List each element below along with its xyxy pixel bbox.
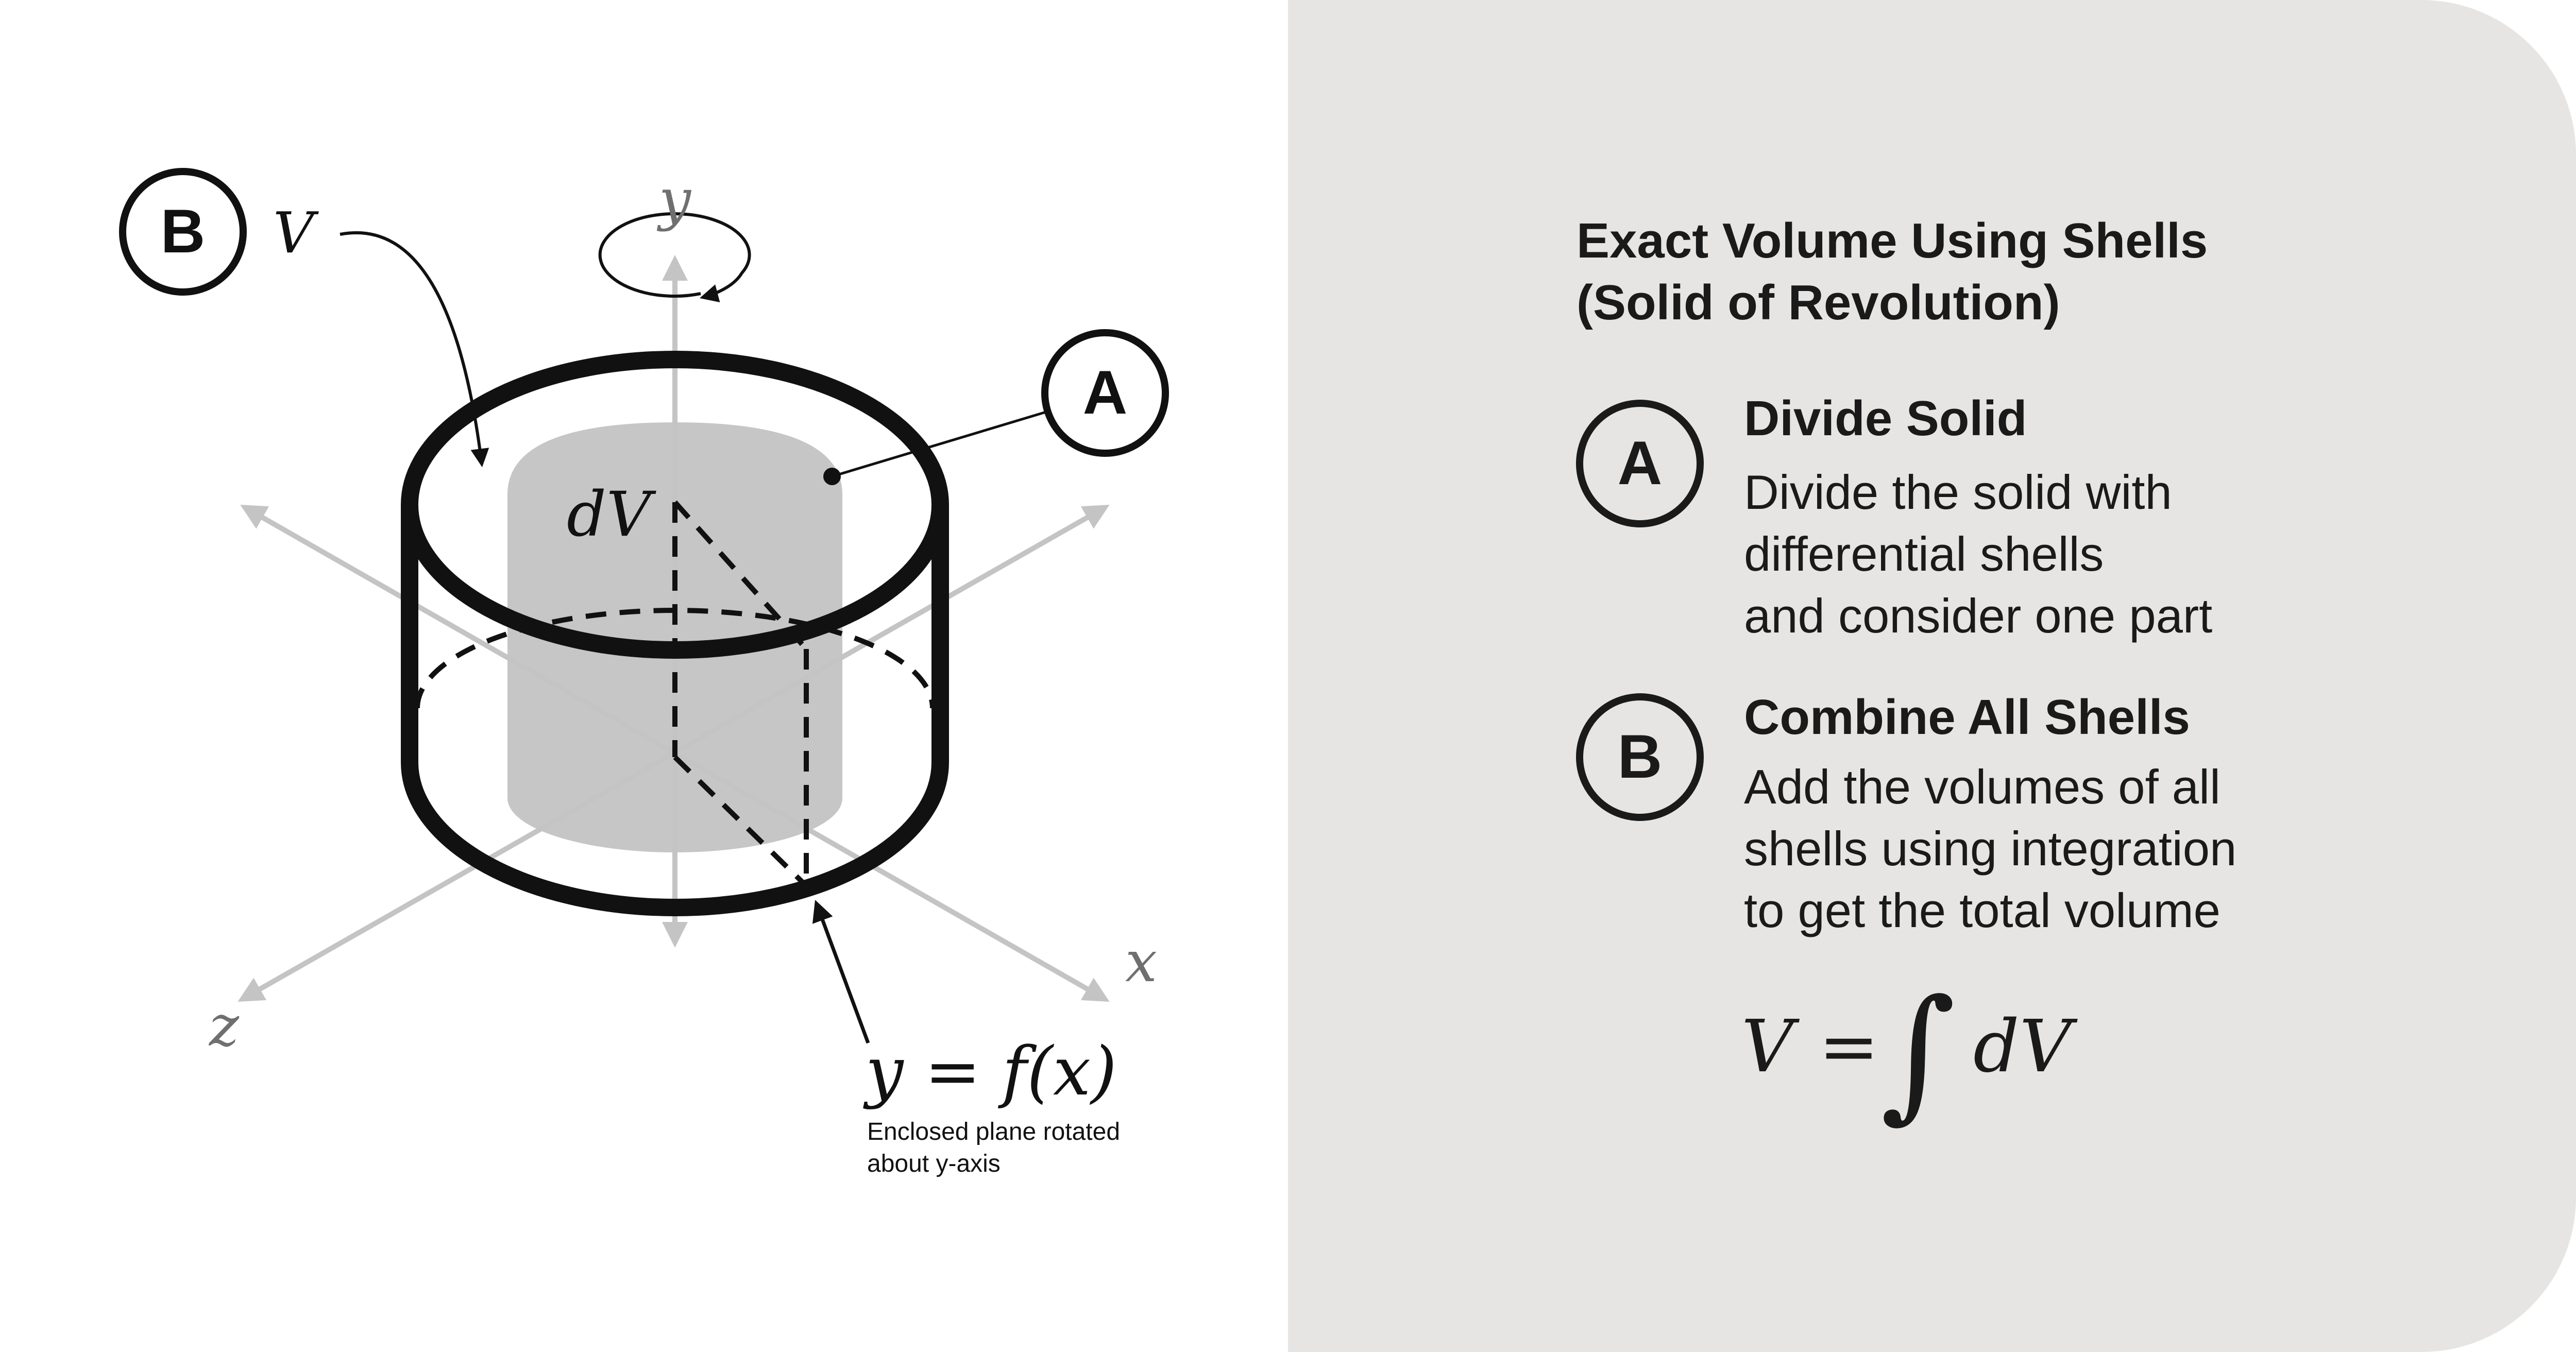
curve-label: y = f(x) — [863, 1032, 1117, 1110]
formula-integral-sign: ∫ — [1880, 969, 1956, 1137]
volume-element-label: dV — [567, 479, 656, 551]
marker-b-label: B — [161, 197, 206, 266]
z-axis-label: z — [208, 993, 240, 1059]
step-a-marker-label: A — [1618, 429, 1663, 498]
formula-lhs: V — [1741, 1005, 1800, 1089]
formula-rhs: dV — [1973, 1005, 2078, 1089]
step-a-line3: and consider one part — [1744, 589, 2212, 643]
diagram-group: A B V dV y x z y = f(x) Enclosed plane r… — [119, 166, 1169, 1177]
step-a-heading: Divide Solid — [1744, 391, 2027, 446]
rotation-indicator — [598, 212, 751, 303]
marker-a-diagram: A — [1041, 329, 1169, 457]
curve-label-arrow — [812, 900, 870, 1044]
info-panel-background — [1288, 0, 2576, 1352]
step-b-line2: shells using integration — [1744, 822, 2236, 876]
step-b-marker-label: B — [1618, 722, 1663, 791]
formula-equals: = — [1819, 1005, 1879, 1089]
info-panel: Exact Volume Using Shells (Solid of Revo… — [1576, 213, 2236, 1137]
y-axis-label: y — [656, 166, 692, 232]
callout-a-leader — [823, 410, 1046, 485]
panel-title-line1: Exact Volume Using Shells — [1577, 213, 2208, 268]
solid-volume-label: V — [273, 200, 319, 266]
step-a-line2: differential shells — [1744, 527, 2104, 581]
marker-a-label: A — [1083, 358, 1128, 427]
outer-cylinder — [401, 351, 949, 916]
step-a-line1: Divide the solid with — [1744, 465, 2172, 519]
panel-title-line2: (Solid of Revolution) — [1577, 275, 2060, 330]
coordinate-axes — [238, 255, 1110, 1002]
integral-formula: V = ∫ dV — [1741, 969, 2078, 1137]
step-b: B Combine All Shells Add the volumes of … — [1576, 690, 2236, 937]
curve-caption-line1: Enclosed plane rotated — [867, 1118, 1120, 1145]
x-axis-label: x — [1125, 929, 1157, 995]
step-b-heading: Combine All Shells — [1744, 690, 2190, 745]
step-a-marker — [1576, 400, 1704, 527]
step-b-marker — [1576, 693, 1704, 821]
step-b-line1: Add the volumes of all — [1744, 760, 2221, 814]
marker-b-diagram: B — [119, 168, 247, 296]
curve-caption-line2: about y-axis — [867, 1150, 1001, 1177]
solid-volume-arrow — [340, 231, 489, 468]
step-b-line3: to get the total volume — [1744, 883, 2221, 937]
hidden-edges — [415, 500, 935, 888]
step-a: A Divide Solid Divide the solid with dif… — [1576, 391, 2212, 643]
